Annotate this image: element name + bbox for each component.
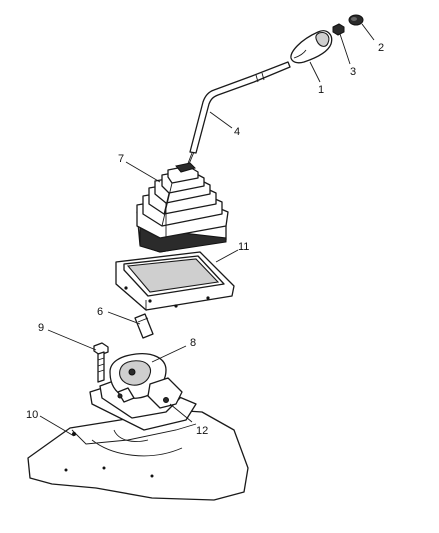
shift-boot-part[interactable] [136, 162, 229, 253]
seal-part[interactable] [134, 313, 154, 339]
callout-10: 10 [26, 409, 38, 421]
callout-12: 12 [196, 425, 208, 437]
callout-1: 1 [318, 84, 324, 96]
callout-9: 9 [38, 322, 44, 334]
callout-3: 3 [350, 66, 356, 78]
bezel-part[interactable] [115, 251, 235, 311]
knob-cap-part[interactable] [348, 14, 364, 26]
callout-11: 11 [238, 241, 249, 253]
shift-knob-part[interactable] [290, 30, 333, 64]
callout-2: 2 [378, 42, 384, 54]
callout-8: 8 [190, 337, 196, 349]
callout-6: 6 [97, 306, 103, 318]
callout-4: 4 [234, 126, 240, 138]
bolt-part[interactable] [93, 342, 109, 383]
shifter-housing-part[interactable] [89, 352, 197, 431]
callouts: 1 2 3 4 7 11 6 8 9 10 12 [26, 42, 384, 437]
callout-7: 7 [118, 153, 124, 165]
leader-lines [39, 23, 375, 437]
nut-part[interactable] [332, 23, 345, 36]
shift-lever-part[interactable] [186, 61, 291, 167]
